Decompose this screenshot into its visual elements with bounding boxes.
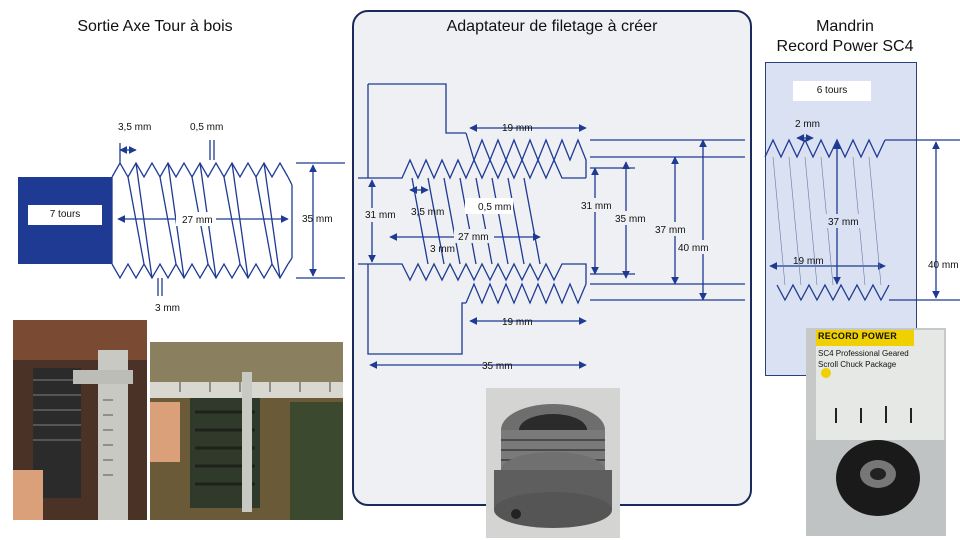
adapter-total-length: 35 mm [482, 361, 513, 372]
adapter-thread-length-bottom: 19 mm [502, 317, 533, 328]
adapter-inner-diameter-left: 31 mm [365, 210, 396, 221]
adapter-diameter-37: 37 mm [655, 225, 686, 236]
spindle-groove-label: 0,5 mm [190, 122, 223, 133]
adapter-diameter-40: 40 mm [678, 243, 709, 254]
chuck-title-line2: Record Power SC4 [776, 38, 914, 55]
spindle-turns-label: 7 tours [28, 205, 102, 225]
photo-adapter-part [486, 388, 620, 538]
chuck-pitch-label: 2 mm [795, 119, 820, 130]
adapter-outline [358, 83, 745, 369]
adapter-groove-label: 0,5 mm [478, 202, 511, 213]
adapter-diameter-35: 35 mm [615, 214, 646, 225]
adapter-inner-length-label: 27 mm [458, 232, 489, 243]
spindle-depth-label: 3 mm [155, 303, 180, 314]
chuck-diameter-37: 37 mm [828, 217, 859, 228]
left-title: Sortie Axe Tour à bois [77, 18, 233, 35]
adapter-inner-diameter-right: 31 mm [581, 201, 612, 212]
spindle-diameter-label: 35 mm [302, 214, 333, 225]
photo-record-power-box: RECORD POWER SC4 Professional Geared Scr… [806, 328, 946, 536]
adapter-title: Adaptateur de filetage à créer [446, 18, 658, 35]
chuck-turns-label: 6 tours [793, 81, 871, 101]
adapter-thread-length-top: 19 mm [502, 123, 533, 134]
spindle-length-label: 27 mm [182, 215, 213, 226]
adapter-depth-label: 3 mm [430, 244, 455, 255]
chuck-diameter-40: 40 mm [928, 260, 959, 271]
spindle-thread [111, 140, 345, 296]
chuck-title-line1: Mandrin [816, 18, 874, 35]
chuck-thread [764, 134, 960, 302]
box-product-line1: SC4 Professional Geared [818, 349, 909, 358]
box-brand-text: RECORD POWER [818, 331, 898, 341]
chuck-length-label: 19 mm [793, 256, 824, 267]
photo-caliper-measure [150, 342, 343, 520]
spindle-pitch-label: 3,5 mm [118, 122, 151, 133]
adapter-pitch-label: 3,5 mm [411, 207, 444, 218]
box-product-line2: Scroll Chuck Package [818, 360, 897, 369]
photo-caliper-spindle [13, 320, 147, 520]
